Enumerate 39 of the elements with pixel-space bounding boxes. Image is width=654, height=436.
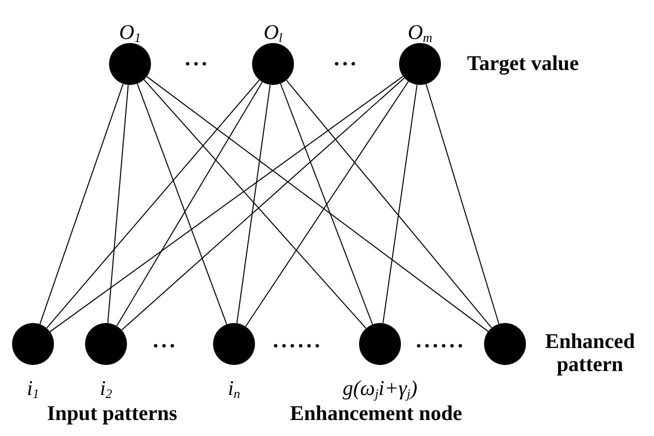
neuron-circle: [109, 43, 151, 85]
connection-line: [426, 84, 500, 324]
node-label: O$_{m}$: [408, 22, 432, 44]
connection-line: [280, 83, 373, 325]
ellipsis: ······: [415, 334, 466, 358]
neuron-circle: [252, 43, 294, 85]
connection-line: [286, 80, 492, 328]
layer-label: Enhanced pattern: [544, 330, 636, 376]
connection-line: [121, 77, 405, 331]
node-label: g(ω$_{j}$i+γ$_{j}$): [342, 378, 418, 400]
neuron-circle: [399, 43, 441, 85]
layer-label: Input patterns: [47, 402, 178, 426]
node-label: i$_{1}$: [26, 378, 40, 400]
connection-line: [236, 84, 271, 324]
ellipsis: ···: [184, 52, 210, 76]
ellipsis: ···: [333, 52, 358, 76]
connection-line: [245, 81, 409, 327]
neuron-circle: [85, 323, 127, 365]
connection-line: [382, 84, 418, 324]
neuron-circle: [12, 323, 54, 365]
ellipsis: ······: [272, 334, 322, 358]
neuron-circle: [213, 323, 255, 365]
ellipsis: ···: [152, 334, 178, 358]
connection-line: [46, 79, 260, 329]
layer-label: Target value: [467, 52, 579, 76]
node-label: O$_{l}$: [264, 22, 282, 44]
connection-line: [107, 84, 129, 324]
connection-line: [136, 83, 228, 325]
node-label: O$_{1}$: [119, 22, 141, 44]
node-label: i$_{2}$: [100, 378, 112, 400]
node-label: i$_{n}$: [228, 378, 240, 400]
connection-line: [39, 83, 124, 325]
connection-line: [116, 82, 263, 326]
connection-line: [146, 76, 489, 332]
connection-line: [50, 76, 404, 332]
neuron-circle: [484, 323, 526, 365]
neuron-circle: [359, 323, 401, 365]
connection-line: [143, 79, 367, 329]
layer-label: Enhancement node: [290, 402, 462, 426]
